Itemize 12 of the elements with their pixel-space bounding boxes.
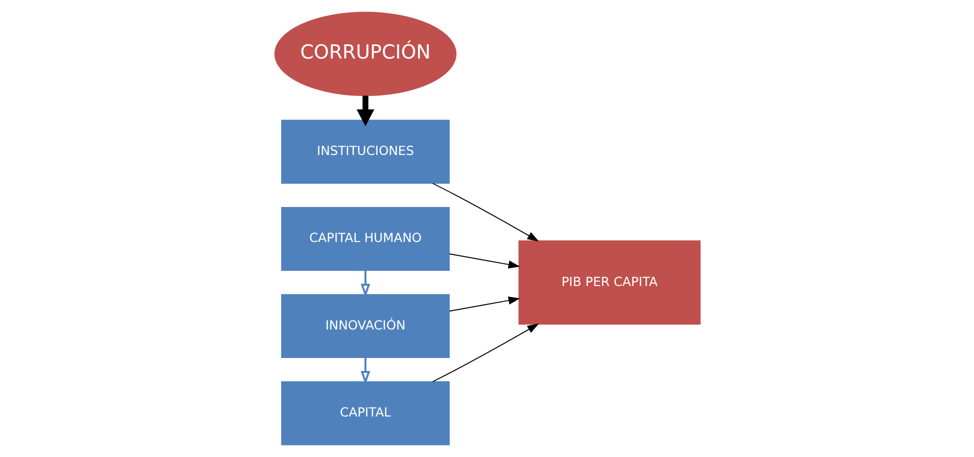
arrow [432,324,538,382]
node-box: INSTITUCIONES [280,120,450,184]
arrow [432,182,538,242]
node-ellipse: CORRUPCIÓN [274,12,456,96]
arrow [448,253,520,269]
arrow [448,296,520,312]
arrow [360,270,370,298]
node-box: CAPITAL [280,381,450,446]
node-box: INNOVACIÓN [280,294,450,358]
arrow [356,96,374,126]
node-box: PIB PER CAPITA [518,240,700,325]
node-box: CAPITAL HUMANO [280,206,450,271]
